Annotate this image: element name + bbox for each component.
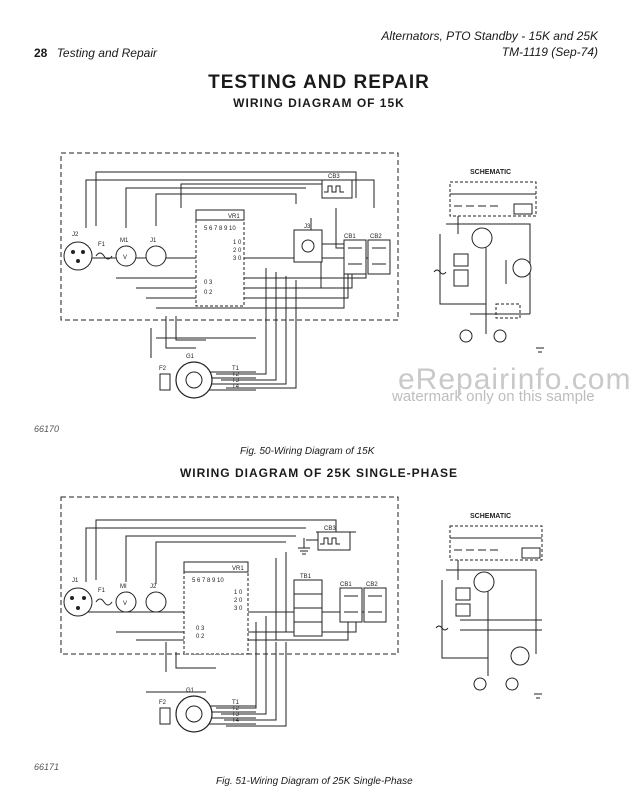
header-doc-info: Alternators, PTO Standby - 15K and 25K T… [381, 28, 598, 60]
watermark-site: eRepairinfo.com [398, 363, 632, 396]
fig51-caption: Fig. 51-Wiring Diagram of 25K Single-Pha… [216, 776, 413, 787]
fig51-label-t1: T1 [232, 700, 240, 706]
page-title: TESTING AND REPAIR [208, 72, 430, 93]
watermark-note: watermark only on this sample [392, 388, 595, 405]
fig50-label-f1: F1 [98, 242, 106, 248]
fig51-ref-number: 66171 [34, 762, 60, 772]
fig50-label-cb1: CB1 [344, 234, 356, 240]
svg-text:0 2: 0 2 [196, 634, 205, 640]
svg-text:0 2: 0 2 [204, 290, 213, 296]
fig51-label-f1: F1 [98, 588, 106, 594]
fig51-label-cb2: CB2 [366, 582, 378, 588]
fig51-label-tb1: TB1 [300, 574, 312, 580]
svg-text:2 0: 2 0 [234, 598, 243, 604]
fig50-schematic: SCHEMATIC [433, 169, 544, 353]
svg-text:0 3: 0 3 [204, 280, 213, 286]
fig51-wiring-diagram: V 5 6 7 8 9 10 1 0 2 0 3 0 0 3 0 2 J1 F1 MI… [60, 496, 399, 733]
fig50-label-t2: T2 [232, 372, 240, 378]
svg-text:3 0: 3 0 [234, 606, 243, 612]
svg-text:3 0: 3 0 [233, 256, 242, 262]
svg-text:1 0: 1 0 [233, 240, 242, 246]
svg-text:5 6 7 8 9 10: 5 6 7 8 9 10 [204, 226, 236, 232]
fig50-label-t1: T1 [232, 366, 240, 372]
fig51-label-j2: J2 [150, 584, 157, 590]
svg-text:5 6 7 8 9 10: 5 6 7 8 9 10 [192, 578, 224, 584]
fig51-label-t3: T3 [232, 712, 240, 718]
fig51-label-t4: T4 [232, 718, 240, 724]
fig50-label-f2: F2 [159, 366, 167, 372]
fig50-label-m1: M1 [120, 238, 129, 244]
fig51-label-f2: F2 [159, 700, 167, 706]
fig51-heading: WIRING DIAGRAM OF 25K SINGLE-PHASE [179, 466, 458, 480]
fig50-ref-number: 66170 [34, 424, 60, 434]
section-name: Testing and Repair [56, 46, 157, 60]
fig50-caption: Fig. 50-Wiring Diagram of 15K [240, 446, 375, 457]
fig51-label-j1: J1 [72, 578, 79, 584]
fig51-label-m1: MI [120, 584, 127, 590]
fig51-label-t2: T2 [232, 706, 240, 712]
fig50-label-j3: J3 [304, 224, 311, 230]
fig51-schematic: SCHEMATIC [435, 513, 543, 699]
header-manual-title: Alternators, PTO Standby - 15K and 25K [381, 29, 598, 43]
fig51-label-cb3: CB3 [324, 526, 336, 532]
fig51-label-vr1: VR1 [232, 566, 244, 572]
svg-text:V: V [123, 601, 127, 607]
svg-text:2 0: 2 0 [233, 248, 242, 254]
fig50-label-t4: T4 [232, 384, 240, 390]
header-page-info: 28 Testing and Repair [34, 46, 157, 60]
fig50-label-g1: G1 [186, 354, 195, 360]
fig50-label-cb3: CB3 [328, 174, 340, 180]
page-number: 28 [34, 46, 48, 60]
fig50-schematic-label: SCHEMATIC [470, 169, 511, 176]
svg-text:V: V [123, 255, 127, 261]
svg-text:0 3: 0 3 [196, 626, 205, 632]
fig50-label-t3: T3 [232, 378, 240, 384]
fig51-label-cb1: CB1 [340, 582, 352, 588]
fig51-schematic-label: SCHEMATIC [470, 513, 511, 520]
fig50-heading: WIRING DIAGRAM OF 15K [233, 96, 405, 110]
fig50-wiring-diagram: V 5 6 7 8 9 10 1 0 2 0 3 0 0 3 0 2 J2 F1 M1… [60, 152, 399, 399]
fig50-label-j1: J1 [150, 238, 157, 244]
fig51-label-g1: G1 [186, 688, 195, 694]
svg-text:1 0: 1 0 [234, 590, 243, 596]
header-manual-number: TM-1119 (Sep-74) [501, 45, 598, 59]
fig50-label-cb2: CB2 [370, 234, 382, 240]
fig50-label-j2: J2 [72, 232, 79, 238]
fig50-label-vr1: VR1 [228, 214, 240, 220]
